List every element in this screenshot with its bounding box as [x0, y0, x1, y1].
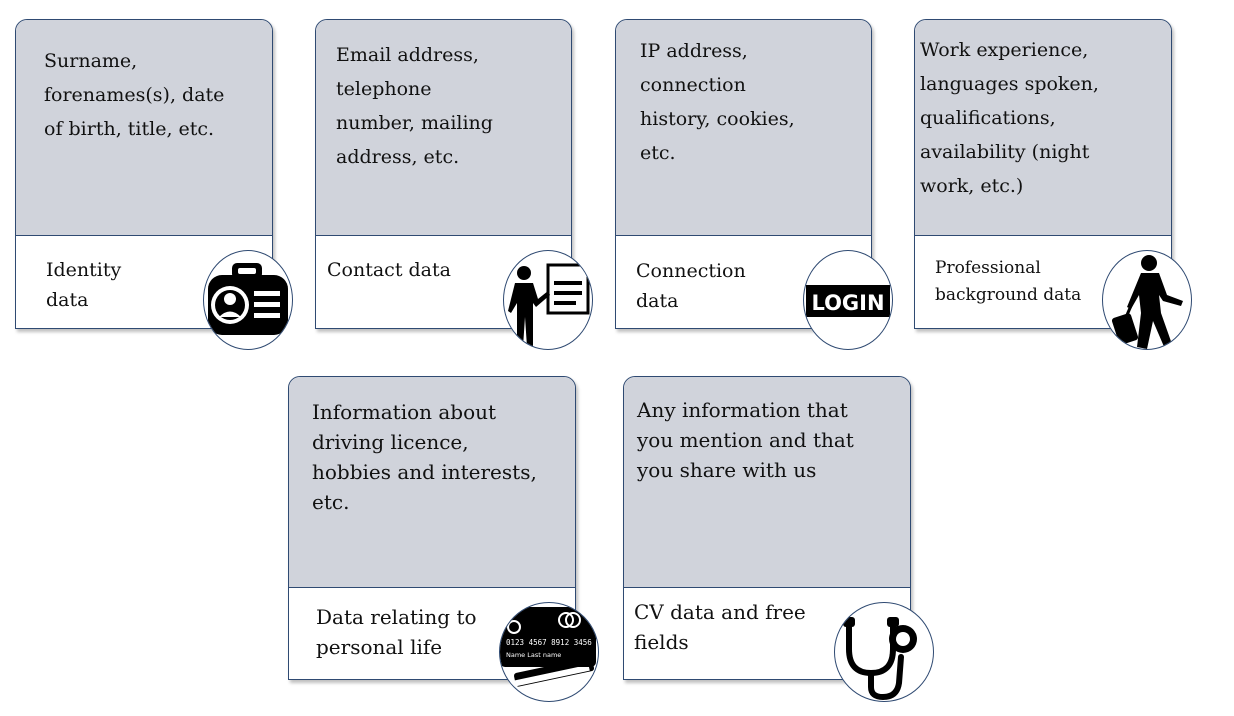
card-label: Identity data [46, 259, 122, 311]
card-label: Contact data [327, 259, 451, 281]
card-description: Information about driving licence, hobbi… [312, 400, 537, 514]
card-description-panel [16, 20, 272, 236]
stethoscope-icon [834, 602, 934, 702]
card-identity-data: Surname, forenames(s), date of birth, ti… [15, 19, 293, 350]
login-icon-text: LOGIN [811, 291, 884, 315]
card-description: Any information that you mention and tha… [637, 398, 854, 482]
card-description: Work experience, languages spoken, quali… [920, 39, 1099, 197]
card-description-panel [624, 377, 910, 588]
card-label: Data relating to personal life [316, 605, 477, 659]
card-description: Email address, telephone number, mailing… [336, 44, 493, 168]
card-description-panel [915, 20, 1171, 236]
traveler-luggage-icon [1102, 250, 1192, 350]
card-contact-data: Email address, telephone number, mailing… [315, 19, 593, 350]
card-professional-background-data: Work experience, languages spoken, quali… [914, 19, 1192, 350]
login-icon: LOGIN [803, 250, 893, 350]
card-name-text: Name Last name [506, 651, 561, 659]
card-label: Professional background data [935, 258, 1082, 305]
card-description: IP address, connection history, cookies,… [640, 40, 795, 164]
card-description-panel [289, 377, 575, 588]
card-label: Connection data [636, 260, 746, 312]
card-number-text: 0123 4567 8912 3456 [506, 638, 592, 647]
credit-card-icon: 0123 4567 8912 3456 Name Last name [499, 602, 599, 702]
card-cv-data: Any information that you mention and tha… [623, 376, 934, 702]
card-description-panel [616, 20, 871, 236]
card-personal-life-data: Information about driving licence, hobbi… [288, 376, 599, 702]
card-connection-data: IP address, connection history, cookies,… [615, 19, 893, 350]
presenter-board-icon [503, 250, 593, 350]
card-label: CV data and free fields [634, 600, 806, 654]
card-description: Surname, forenames(s), date of birth, ti… [44, 50, 225, 140]
card-description-panel [316, 20, 571, 236]
id-badge-icon [203, 250, 293, 350]
